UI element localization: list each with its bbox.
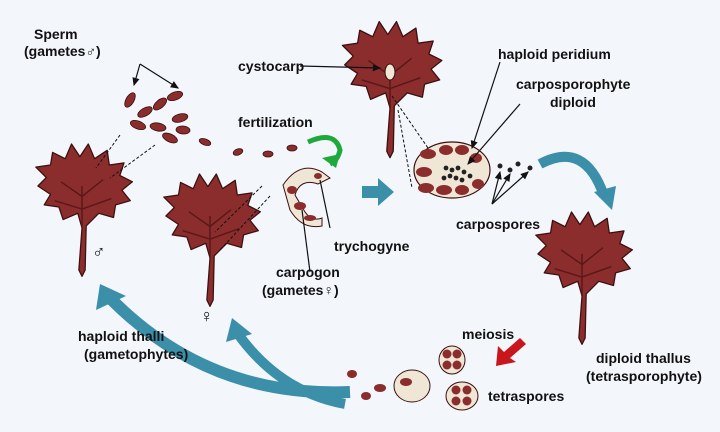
meiosis-arrow: [496, 338, 526, 366]
label-haploid-peridium: haploid peridium: [498, 46, 611, 62]
label-meiosis: meiosis: [462, 326, 515, 342]
label-tetraspores: tetraspores: [488, 388, 565, 404]
label-carposporophyte: carposporophyte: [516, 76, 631, 92]
label-diploid-thallus: diploid thallus: [596, 350, 691, 366]
label-gametophytes: (gametophytes): [84, 346, 189, 362]
return-arrow-female: [233, 331, 346, 409]
female-thallus: [163, 173, 262, 308]
diploid-thallus: [535, 211, 634, 346]
label-sperm-sub: (gametes♂): [24, 43, 101, 59]
male-symbol: ♂: [92, 242, 106, 262]
label-haploid-thalli: haploid thalli: [78, 328, 165, 344]
label-trychogyne: trychogyne: [334, 238, 410, 254]
female-symbol: ♀: [200, 306, 214, 326]
arrow-to-cystocarp: [362, 178, 394, 206]
sperm-cells: [124, 90, 298, 158]
carpogon-cell: [282, 167, 331, 228]
arrow-to-diploid: [537, 151, 609, 198]
label-diploid: diploid: [550, 94, 596, 110]
label-sperm: Sperm: [34, 26, 78, 42]
cystocarp-section: [413, 141, 533, 199]
cystocarp-thallus: [341, 20, 443, 159]
tetraspore-cells: [347, 345, 479, 411]
label-cystocarp: cystocarp: [238, 58, 305, 74]
label-tetrasporophyte: (tetrasporophyte): [586, 368, 702, 384]
male-thallus: [35, 143, 134, 278]
label-carpogon-sub: (gametes♀): [262, 282, 339, 298]
label-carpogon: carpogon: [276, 264, 340, 280]
label-fertilization: fertilization: [238, 114, 313, 130]
label-carpospores: carpospores: [456, 216, 541, 232]
